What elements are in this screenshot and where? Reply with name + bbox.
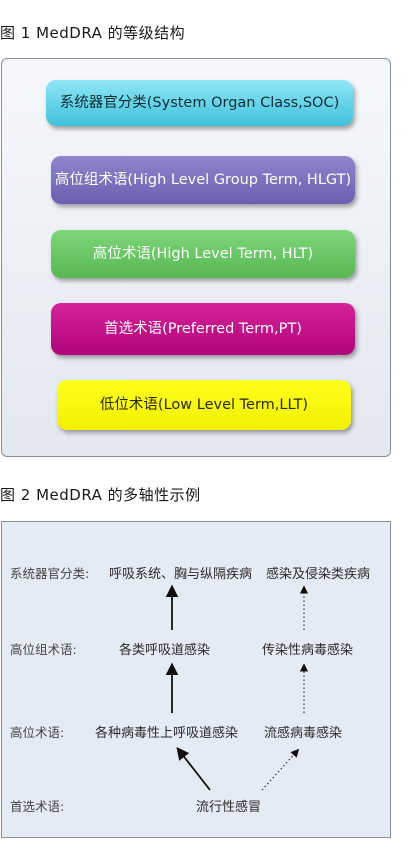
level-soc-label: 系统器官分类(System Organ Class,SOC)	[59, 95, 340, 111]
figure1-title: 图 1 MedDRA 的等级结构	[0, 24, 186, 42]
secondary-soc-term: 感染及侵染类疾病	[266, 567, 371, 582]
level-hlt-label: 高位术语(High Level Term, HLT)	[92, 246, 314, 262]
secondary-hlgt-term: 传染性病毒感染	[262, 643, 354, 658]
row-label-hlt: 高位术语:	[10, 725, 65, 740]
row-label-pt: 首选术语:	[10, 799, 65, 814]
level-hlgt-label: 高位组术语(High Level Group Term, HLGT)	[54, 172, 352, 188]
level-llt-label: 低位术语(Low Level Term,LLT)	[99, 397, 309, 413]
pt-term: 流行性感冒	[196, 800, 262, 815]
primary-hlt-term: 各种病毒性上呼吸道感染	[95, 726, 239, 741]
level-hlgt-box: 高位组术语(High Level Group Term, HLGT)	[51, 156, 355, 204]
secondary-hlt-term: 流感病毒感染	[264, 726, 343, 741]
level-pt-label: 首选术语(Preferred Term,PT)	[104, 321, 302, 337]
level-llt-box: 低位术语(Low Level Term,LLT)	[57, 380, 351, 430]
level-pt-box: 首选术语(Preferred Term,PT)	[51, 303, 355, 355]
row-label-soc: 系统器官分类:	[10, 566, 90, 581]
primary-hlgt-term: 各类呼吸道感染	[119, 643, 211, 658]
level-soc-box: 系统器官分类(System Organ Class,SOC)	[46, 80, 353, 126]
figure2-title: 图 2 MedDRA 的多轴性示例	[0, 486, 201, 504]
primary-soc-term: 呼吸系统、胸与纵隔疾病	[109, 567, 253, 582]
level-hlt-box: 高位术语(High Level Term, HLT)	[51, 230, 355, 278]
row-label-hlgt: 高位组术语:	[10, 642, 77, 657]
